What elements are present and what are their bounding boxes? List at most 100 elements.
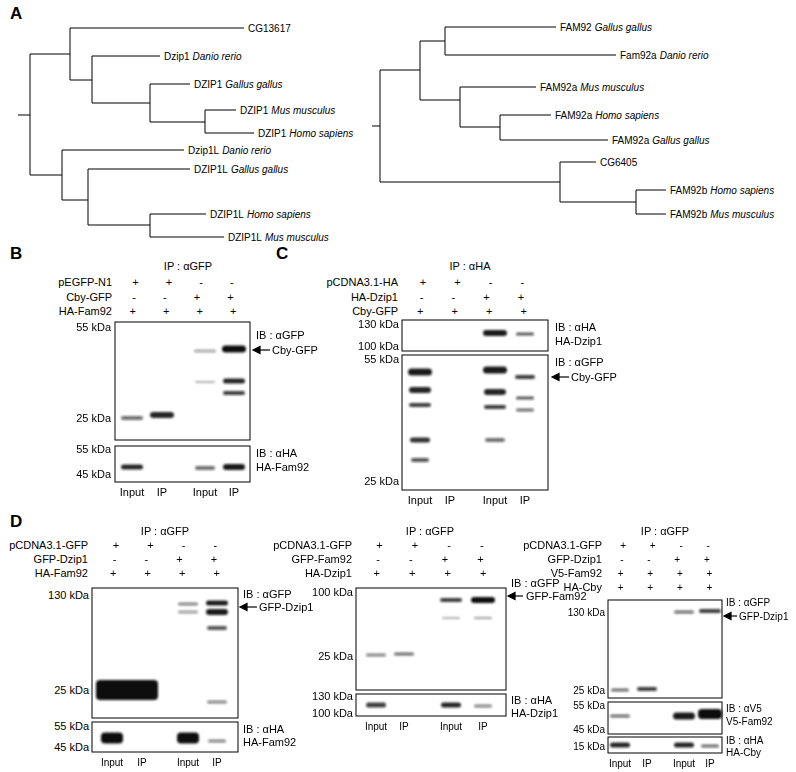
- gene-label: FAM92a: [540, 82, 577, 93]
- band: [409, 403, 431, 407]
- lane-label: IP: [212, 757, 221, 768]
- marker-label: 130 kDa: [568, 607, 605, 618]
- band-label: HA-Fam92: [243, 736, 296, 748]
- marker-label: 55 kDa: [76, 443, 111, 455]
- band-label: HA-Dzip1: [555, 335, 602, 347]
- band: [223, 379, 245, 384]
- band: [474, 705, 492, 708]
- lane-label: IP: [705, 758, 714, 769]
- construct-label: GFP-Dzip1: [548, 553, 602, 565]
- gene-label: DZIP1: [194, 79, 222, 90]
- lane-label: Input: [120, 486, 144, 498]
- band: [442, 617, 460, 619]
- band: [485, 438, 505, 442]
- lane-label: IP: [157, 486, 167, 498]
- blot-title: IP : αGFP: [164, 260, 212, 272]
- marker-label: 55 kDa: [573, 700, 605, 711]
- band: [610, 743, 630, 748]
- panel-letter: B: [10, 245, 22, 264]
- sign-row: - - + +: [420, 291, 524, 303]
- antibody-label: IB : αV5: [726, 703, 762, 714]
- band: [610, 715, 630, 718]
- band: [483, 330, 507, 336]
- band: [121, 465, 143, 470]
- marker-label: 100 kDa: [358, 340, 399, 352]
- sign-row: + + + +: [618, 568, 713, 579]
- marker-label: 130 kDa: [312, 690, 353, 702]
- band: [484, 405, 506, 409]
- construct-label: HA-Dzip1: [305, 567, 352, 579]
- species-label: Gallus gallus: [225, 79, 282, 90]
- gene-label: DZIP1: [240, 105, 268, 116]
- gene-label: FAM92a: [612, 135, 649, 146]
- lane-label: IP: [642, 758, 651, 769]
- band: [699, 609, 721, 613]
- band: [409, 387, 431, 393]
- marker-label: 25 kDa: [573, 685, 605, 696]
- lane-label: Input: [483, 494, 507, 506]
- gene-label: CG13617: [248, 23, 291, 34]
- band: [674, 743, 694, 748]
- antibody-label: IB : αGFP: [726, 597, 770, 608]
- species-label: Danio rerio: [222, 145, 271, 156]
- band: [471, 597, 495, 603]
- lane-label: IP: [399, 721, 408, 732]
- band: [516, 333, 534, 336]
- species-label: Homo sapiens: [289, 128, 353, 139]
- panel-letter: C: [276, 245, 288, 264]
- lane-label: Input: [609, 758, 631, 769]
- antibody-label: IB : αGFP: [256, 329, 305, 341]
- marker-label: 15 kDa: [573, 741, 605, 752]
- lane-label: IP: [520, 494, 530, 506]
- species-label: Mus musculus: [271, 105, 335, 116]
- species-label: Mus musculus: [265, 232, 329, 243]
- gene-label: Dzip1: [164, 51, 190, 62]
- construct-label: Cby-GFP: [66, 291, 112, 303]
- species-label: Mus musculus: [580, 82, 644, 93]
- construct-label: GFP-Dzip1: [34, 553, 88, 565]
- construct-label: V5-Fam92: [551, 567, 602, 579]
- band: [366, 654, 386, 657]
- band: [150, 412, 174, 418]
- marker-label: 25 kDa: [76, 412, 111, 424]
- sign-row: - - + +: [113, 553, 217, 565]
- gene-label: DZIP1L: [210, 209, 244, 220]
- band: [637, 687, 657, 691]
- band: [206, 609, 228, 615]
- blot-frames: [92, 320, 722, 753]
- gene-label: DZIP1L: [228, 232, 262, 243]
- gene-label: Fam92a: [620, 50, 657, 61]
- lane-label: IP: [137, 757, 146, 768]
- band: [674, 611, 694, 614]
- lane-label: Input: [365, 721, 387, 732]
- antibody-label: IB : αHA: [243, 723, 284, 735]
- band: [178, 611, 198, 614]
- band-label: HA-Fam92: [256, 461, 309, 473]
- band: [516, 409, 534, 412]
- antibody-label: IB : αGFP: [243, 588, 292, 600]
- species-label: Gallus gallus: [231, 164, 288, 175]
- tree-branches: [18, 28, 254, 237]
- marker-label: 55 kDa: [364, 353, 399, 365]
- construct-label: HA-Dzip1: [351, 291, 398, 303]
- band: [206, 601, 228, 606]
- marker-label: 45 kDa: [76, 468, 111, 480]
- blot-title: IP : αHA: [449, 260, 490, 272]
- antibody-label: IB : αHA: [256, 447, 297, 459]
- tree-branches: [372, 27, 666, 214]
- marker-label: 130 kDa: [358, 318, 399, 330]
- band: [101, 733, 123, 744]
- band-arrows: [240, 347, 737, 620]
- band: [394, 653, 414, 656]
- blot-bands: [96, 330, 722, 748]
- construct-label: pEGFP-N1: [58, 276, 112, 288]
- band: [195, 381, 215, 383]
- sign-row: + + - -: [420, 276, 524, 288]
- sign-row: + + + +: [417, 305, 527, 317]
- band: [208, 740, 226, 743]
- band-label: GFP-Dzip1: [739, 611, 788, 622]
- band: [410, 438, 430, 443]
- gene-label: FAM92: [560, 22, 592, 33]
- lane-label: Input: [177, 757, 199, 768]
